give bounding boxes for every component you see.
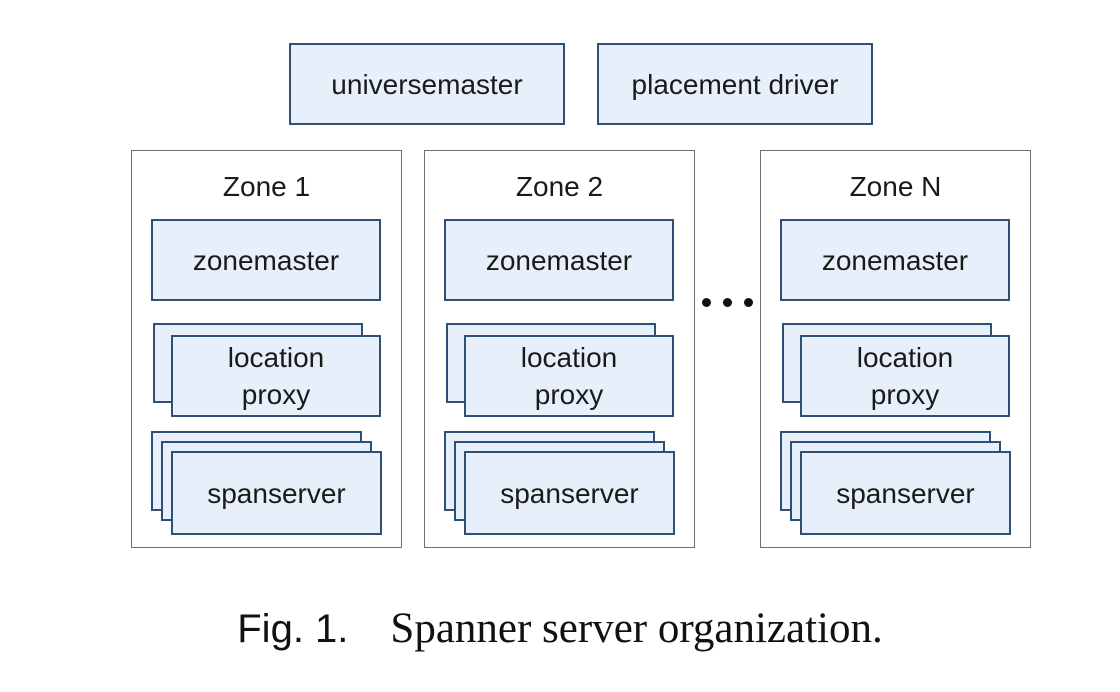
ellipsis-dot bbox=[744, 298, 753, 307]
spanserver-label: spanserver bbox=[500, 477, 639, 509]
zone-2: Zone 2 zonemaster location proxy spanser… bbox=[424, 150, 695, 548]
universemaster-box: universemaster bbox=[289, 43, 565, 125]
zone-2-zonemaster: zonemaster bbox=[444, 219, 674, 301]
location-proxy-label-line2: proxy bbox=[241, 379, 311, 410]
spanserver-label: spanserver bbox=[207, 477, 346, 509]
location-proxy-label-line1: location bbox=[227, 342, 325, 373]
spanserver-label: spanserver bbox=[836, 477, 975, 509]
zone-1: Zone 1 zonemaster location proxy spanser… bbox=[131, 150, 402, 548]
placement-driver-label: placement driver bbox=[631, 68, 839, 100]
figure-caption-text: Spanner server organization. bbox=[390, 605, 883, 652]
zone-n: Zone N zonemaster location proxy spanser… bbox=[760, 150, 1031, 548]
placement-driver-box: placement driver bbox=[597, 43, 873, 125]
zone-2-location-proxy: location proxy bbox=[464, 335, 674, 417]
zone-1-spanserver: spanserver bbox=[171, 451, 382, 535]
ellipsis-dot bbox=[702, 298, 711, 307]
figure-caption: Fig. 1. Spanner server organization. bbox=[0, 603, 1120, 655]
location-proxy-label-line2: proxy bbox=[870, 379, 940, 410]
ellipsis-dot bbox=[723, 298, 732, 307]
ellipsis-dots bbox=[699, 298, 757, 310]
zone-1-location-proxy: location proxy bbox=[171, 335, 381, 417]
zonemaster-label: zonemaster bbox=[485, 244, 633, 276]
zonemaster-label: zonemaster bbox=[821, 244, 969, 276]
zonemaster-label: zonemaster bbox=[192, 244, 340, 276]
zone-1-zonemaster: zonemaster bbox=[151, 219, 381, 301]
zone-1-title: Zone 1 bbox=[222, 171, 311, 202]
location-proxy-label-line1: location bbox=[520, 342, 618, 373]
zone-2-spanserver: spanserver bbox=[464, 451, 675, 535]
zone-n-zonemaster: zonemaster bbox=[780, 219, 1010, 301]
location-proxy-label-line2: proxy bbox=[534, 379, 604, 410]
location-proxy-label-line1: location bbox=[856, 342, 954, 373]
zone-2-title: Zone 2 bbox=[515, 171, 604, 202]
figure-caption-label: Fig. 1. bbox=[237, 607, 349, 651]
universemaster-label: universemaster bbox=[331, 68, 523, 100]
zone-n-title: Zone N bbox=[849, 171, 942, 202]
zone-n-spanserver: spanserver bbox=[800, 451, 1011, 535]
zone-n-location-proxy: location proxy bbox=[800, 335, 1010, 417]
